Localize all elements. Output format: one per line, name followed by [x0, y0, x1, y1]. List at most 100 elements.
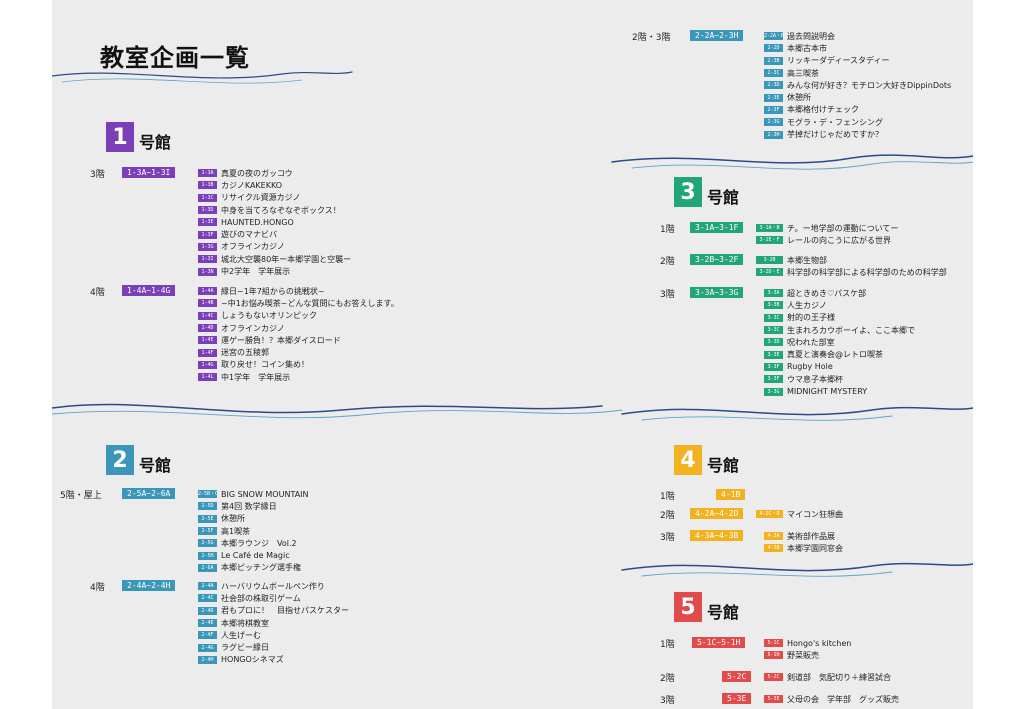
- event-name: 射的の王子様: [787, 313, 835, 323]
- room-code: 2-5D: [198, 502, 217, 511]
- event-name: Rugby Hole: [787, 362, 833, 372]
- event-name: 本郷古本市: [787, 43, 827, 53]
- section-wave: [611, 154, 973, 164]
- room-code: 2-4E: [198, 619, 217, 628]
- room-code: 1-3D: [198, 206, 217, 215]
- event-name: 運ゲー勝負！？本郷ダイスロード: [221, 335, 341, 345]
- building-number: 1: [106, 122, 134, 152]
- range-badge: 1-3A~1-3I: [122, 167, 176, 178]
- event-name: リッキーダディースタディー: [787, 56, 890, 66]
- page-title: 教室企画一覧: [100, 44, 250, 72]
- room-code: 3-3C: [764, 326, 783, 335]
- section-wave: [52, 403, 603, 414]
- event-name: 人生カジノ: [787, 300, 827, 310]
- event-name: 本郷ラウンジ Vol.2: [221, 538, 297, 548]
- event-name: 真夏と演奏会@レトロ喫茶: [787, 350, 883, 360]
- room-code: 3-3A: [764, 289, 783, 298]
- range-badge: 4-3A~4-3B: [690, 530, 744, 541]
- event-name: みんな何が好き？モチロン大好きDippinDots: [787, 80, 952, 90]
- event-name: 科学部の科学部による科学部のための科学部: [787, 267, 947, 277]
- list-item: 2-4G ラグビー縁日: [198, 641, 349, 653]
- range-badge: 2-2A~2-3H: [690, 30, 744, 41]
- event-name: チ。ー地学部の運動についてー: [787, 223, 899, 233]
- building-3-heading: 3 号館: [674, 177, 739, 207]
- wave-decorations: [52, 71, 973, 577]
- floor-label: 4階: [90, 288, 105, 298]
- floor-label: 1階: [660, 640, 675, 650]
- event-name: 剣道部 気配切り＋練習試合: [787, 672, 891, 682]
- event-name: 中身を当てろなぞなぞボックス！: [221, 205, 341, 215]
- room-code: 3-3B: [764, 301, 783, 310]
- range-badge: 3-3A~3-3G: [690, 287, 744, 298]
- event-name: 過去問説明会: [787, 31, 835, 41]
- event-name: 君もプロに！ 目指せパスケスター: [221, 606, 349, 616]
- room-code: 1-3E: [198, 218, 217, 227]
- building-label: 号館: [139, 133, 172, 152]
- room-code: 1-3B: [198, 181, 217, 190]
- event-name: 遊びのマナビバ: [221, 230, 277, 240]
- event-name: 本郷ピッチング選手権: [221, 563, 301, 573]
- room-code: 2-4G: [198, 643, 217, 652]
- room-code: 1-3I: [198, 255, 217, 264]
- room-code: 2-5E: [198, 514, 217, 523]
- building-number: 2: [106, 445, 134, 475]
- list-item: 3-3B 人生カジノ: [764, 299, 915, 311]
- floor-label: 2階: [660, 257, 675, 267]
- event-name: ラグビー縁日: [221, 643, 269, 653]
- event-name: 休憩所: [787, 93, 811, 103]
- range-badge: 5-1C~5-1H: [692, 637, 746, 648]
- room-code: 3-3F: [764, 375, 783, 384]
- floor-label: 2階: [660, 511, 675, 521]
- range-badge: 5-2C: [722, 671, 752, 682]
- range-badge: 2-5A~2-6A: [122, 488, 176, 499]
- room-code: 2-2D: [764, 44, 783, 53]
- list-item: 2-6A 本郷ピッチング選手権: [198, 562, 309, 574]
- room-code: 2-6A: [198, 563, 217, 572]
- room-code: 1-3A: [198, 169, 217, 178]
- room-code: 5-1C: [764, 639, 783, 648]
- room-code: 1-4L: [198, 373, 217, 382]
- event-name: 野菜販売: [787, 650, 819, 660]
- room-code: 2-4F: [198, 631, 217, 640]
- building-4-heading: 4 号館: [674, 445, 739, 475]
- room-code: 1-4B: [198, 299, 217, 308]
- event-name: 高三喫茶: [787, 68, 819, 78]
- section-wave: [52, 409, 623, 419]
- floor-label: 3階: [660, 533, 675, 543]
- event-name: 父母の会 学年部 グッズ販売: [787, 694, 899, 704]
- event-name: ウマ息子本郷杯: [787, 374, 843, 384]
- event-name: 社会部の株取引ゲーム: [221, 593, 301, 603]
- event-name: 芋掉だけじゃだめですか？: [787, 130, 883, 140]
- room-code: 1-3G: [198, 242, 217, 251]
- list-item: 2-2D 本郷古本市: [764, 42, 951, 54]
- section-wave: [621, 562, 973, 572]
